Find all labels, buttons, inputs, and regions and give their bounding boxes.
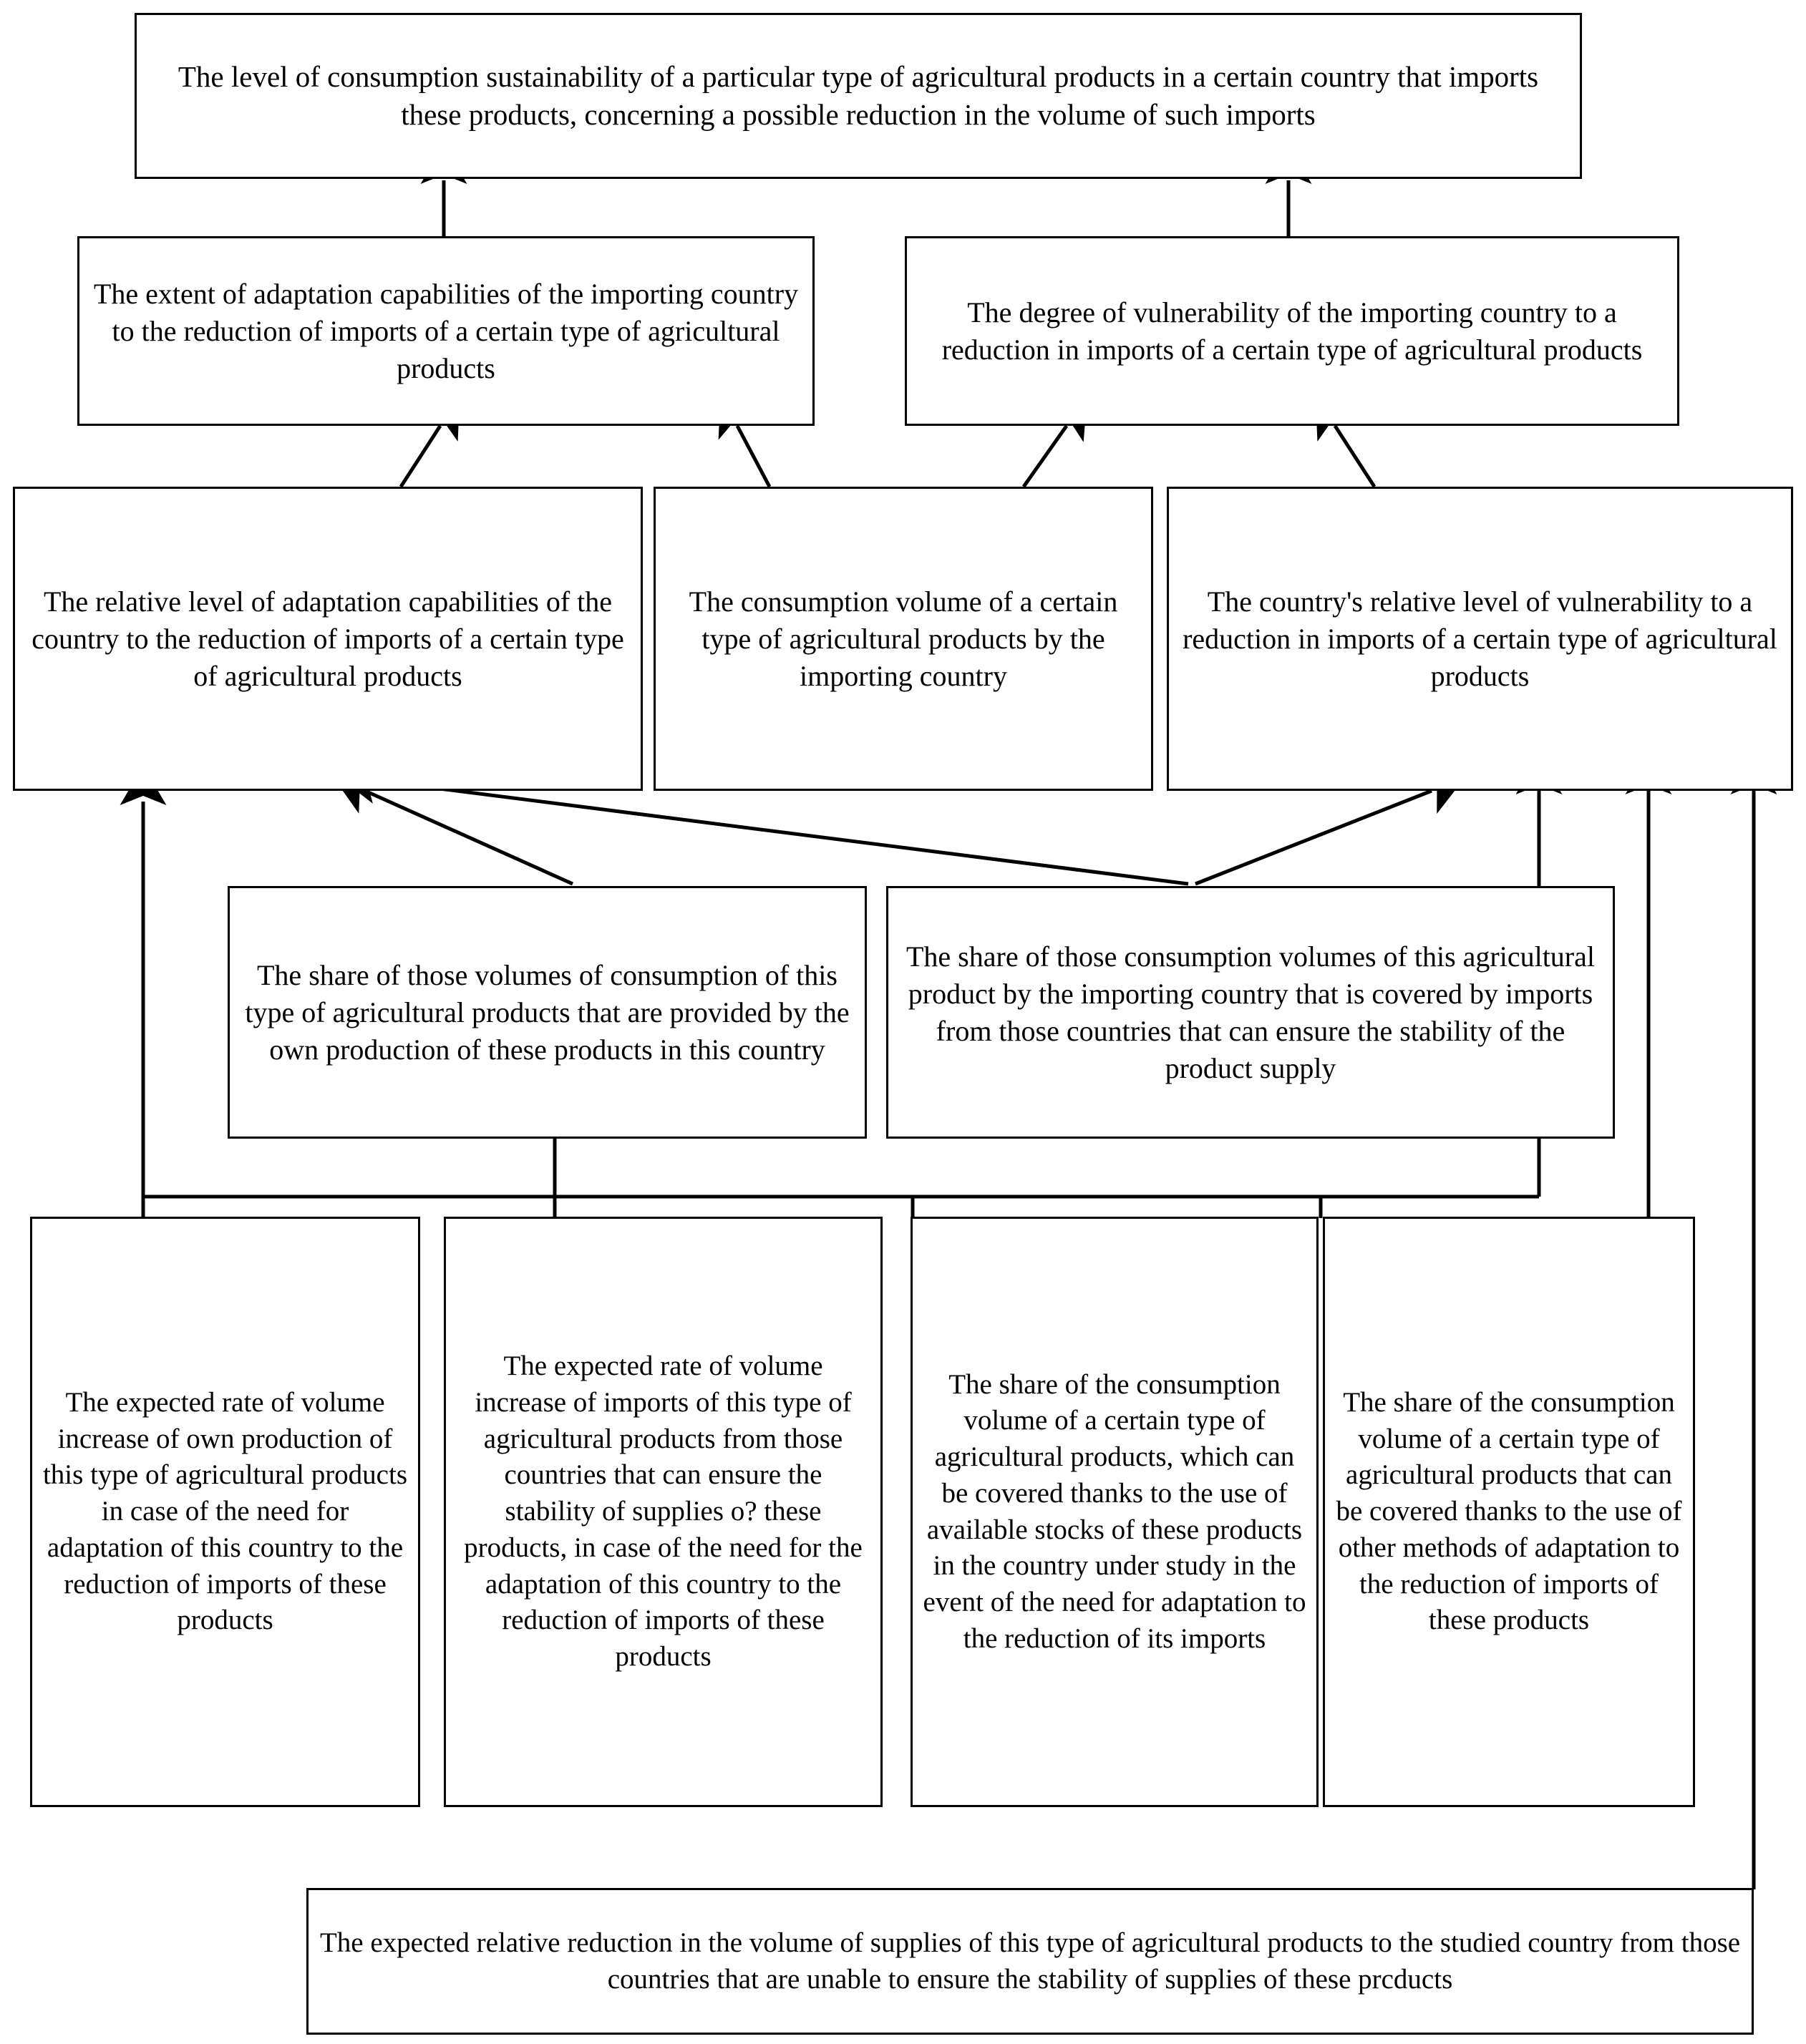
node-share-covered-by-stocks[interactable]: The share of the consumption volume of a…	[911, 1217, 1319, 1807]
node-share-own-production-label: The share of those volumes of consumptio…	[245, 958, 850, 1066]
edge-sharestable-to-relvuln	[1195, 770, 1465, 886]
node-vulnerability-degree[interactable]: The degree of vulnerability of the impor…	[905, 236, 1679, 426]
edge-reladapt-to-adaptation	[399, 396, 460, 488]
node-share-own-production[interactable]: The share of those volumes of consumptio…	[228, 886, 867, 1139]
node-relative-adaptation-level-label: The relative level of adaptation capabil…	[31, 585, 624, 692]
node-rate-own-production-increase-label: The expected rate of volume increase of …	[42, 1387, 408, 1636]
edge-consumption-to-adaptation	[718, 394, 772, 488]
edge-shareown-to-reladapt	[332, 771, 574, 886]
node-rate-import-increase-stable-label: The expected rate of volume increase of …	[464, 1350, 863, 1672]
node-expected-relative-reduction-label: The expected relative reduction in the v…	[319, 1927, 1741, 1995]
node-root[interactable]: The level of consumption sustainability …	[135, 13, 1582, 179]
node-share-stable-imports-label: The share of those consumption volumes o…	[906, 940, 1595, 1084]
node-rate-import-increase-stable[interactable]: The expected rate of volume increase of …	[444, 1217, 883, 1807]
edge-relvuln-to-vulnerability	[1315, 396, 1377, 488]
node-consumption-volume[interactable]: The consumption volume of a certain type…	[654, 487, 1153, 791]
edge-sharestable-to-reladapt	[336, 757, 1189, 886]
node-adaptation-extent[interactable]: The extent of adaptation capabilities of…	[77, 236, 815, 426]
node-adaptation-extent-label: The extent of adaptation capabilities of…	[93, 277, 799, 384]
node-root-label: The level of consumption sustainability …	[178, 59, 1539, 131]
node-expected-relative-reduction[interactable]: The expected relative reduction in the v…	[306, 1888, 1754, 2035]
node-relative-vulnerability-level-label: The country's relative level of vulnerab…	[1183, 585, 1777, 692]
node-share-covered-by-stocks-label: The share of the consumption volume of a…	[923, 1368, 1306, 1654]
node-relative-adaptation-level[interactable]: The relative level of adaptation capabil…	[13, 487, 643, 791]
node-relative-vulnerability-level[interactable]: The country's relative level of vulnerab…	[1167, 487, 1793, 791]
node-share-covered-other-methods-label: The share of the consumption volume of a…	[1336, 1387, 1682, 1636]
edge-consumption-to-vulnerability	[1021, 396, 1087, 488]
node-share-stable-imports[interactable]: The share of those consumption volumes o…	[886, 886, 1615, 1139]
node-consumption-volume-label: The consumption volume of a certain type…	[689, 585, 1118, 692]
node-vulnerability-degree-label: The degree of vulnerability of the impor…	[941, 296, 1643, 366]
node-rate-own-production-increase[interactable]: The expected rate of volume increase of …	[30, 1217, 420, 1807]
node-share-covered-other-methods[interactable]: The share of the consumption volume of a…	[1323, 1217, 1695, 1807]
